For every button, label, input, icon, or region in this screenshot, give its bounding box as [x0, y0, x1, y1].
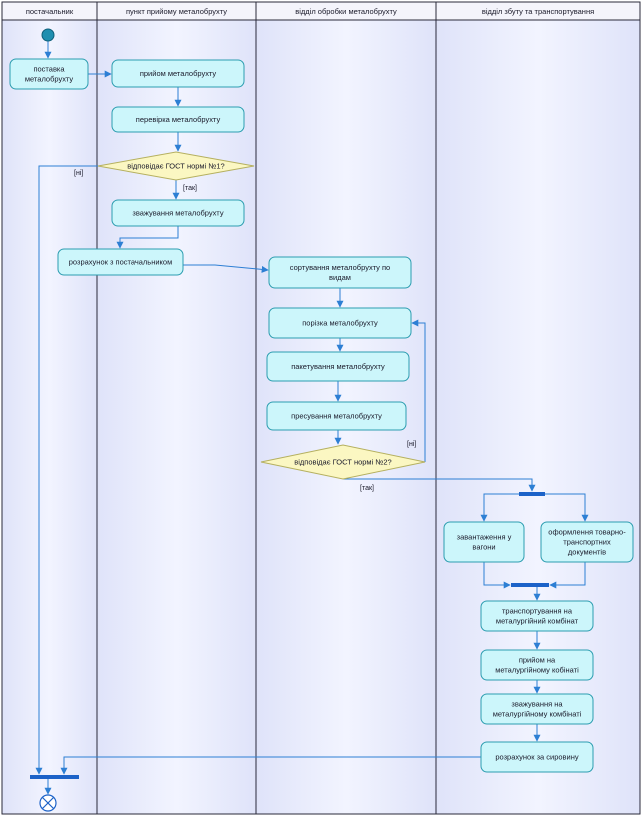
press-label-0: пресування металобрухту	[291, 412, 382, 421]
edge-dec2-yes-fork	[343, 478, 536, 492]
edge-docs-join	[549, 562, 586, 589]
join-bar	[511, 583, 549, 587]
lane-title-reception: пункт прийому металобрухту	[126, 7, 227, 16]
weigh2-label-1: металургійному комбінаті	[493, 710, 582, 719]
action-docs	[540, 521, 634, 563]
weigh-label-0: зважування металобрухту	[132, 209, 223, 218]
accept-label-1: металургійному кобінаті	[495, 666, 579, 675]
load-label-0: завантаження у	[457, 533, 512, 542]
edge-fork-load	[480, 493, 519, 522]
dec1-label-0: відповідає ГОСТ нормі №1?	[127, 162, 224, 171]
accept-label-0: прийом на	[519, 656, 556, 665]
guard-dec1-yes: [так]	[183, 185, 197, 192]
guard-dec1-no: [ні]	[74, 169, 83, 177]
check-label-0: перевірка металобрухту	[136, 115, 221, 124]
final-join-bar	[30, 775, 79, 779]
action-pack	[266, 351, 410, 382]
action-supply	[9, 58, 89, 90]
load-label-1: вагони	[472, 543, 495, 552]
edge-settle-sort	[183, 264, 269, 273]
transport-label-0: транспортування на	[502, 607, 573, 616]
action-load	[443, 521, 525, 563]
action-cut	[268, 307, 412, 339]
sort-label-1: видам	[329, 273, 351, 282]
edge-load-join	[483, 562, 511, 589]
sort-label-0: сортування металобрухту по	[290, 263, 390, 272]
transport-label-1: металургійний комбінат	[496, 617, 579, 626]
docs-label-0: оформлення товарно-	[548, 528, 626, 537]
edge-weigh-settle	[116, 226, 179, 249]
lane-title-supplier: постачальник	[26, 7, 74, 16]
action-weigh	[111, 199, 245, 227]
settle_supplier-label-0: розрахунок з постачальником	[69, 258, 172, 267]
docs-label-2: документів	[568, 548, 606, 557]
pack-label-0: пакетування металобрухту	[291, 362, 385, 371]
supply-label-0: поставка	[33, 65, 65, 74]
action-settle_plant	[480, 741, 594, 773]
action-sort	[268, 256, 412, 289]
edge-dec1-no-final	[35, 165, 98, 775]
dec2-label-0: відповідає ГОСТ нормі №2?	[294, 458, 391, 467]
docs-label-1: транспортних	[563, 538, 611, 547]
guard-dec2-no: [ні]	[407, 440, 416, 448]
action-accept	[480, 649, 594, 681]
flow-final-cross	[42, 797, 54, 809]
action-weigh2	[480, 693, 594, 725]
action-settle_supplier	[57, 248, 184, 276]
guard-dec2-yes: [так]	[360, 485, 374, 492]
lane-shipping	[436, 20, 640, 814]
weigh2-label-0: зважування на	[511, 700, 563, 709]
guards: [ні] [так] [ні] [так]	[74, 169, 416, 492]
decision-dec2	[260, 444, 426, 480]
settle_plant-label-0: розрахунок за сировину	[495, 753, 579, 762]
edge-settle-final	[60, 756, 481, 775]
cut-label-0: порізка металобрухту	[302, 319, 378, 328]
action-transport	[480, 600, 594, 632]
action-check	[111, 106, 245, 133]
edge-dec2-no-cut	[411, 319, 426, 462]
initial-node	[41, 28, 55, 42]
decision-dec1	[97, 151, 255, 181]
edge-fork-docs	[545, 493, 589, 522]
lane-supplier	[2, 20, 97, 814]
lane-title-processing: відділ обробки металобрухту	[295, 7, 397, 16]
action-receive	[111, 59, 245, 88]
edges	[35, 41, 589, 795]
supply-label-1: металобрухту	[25, 75, 74, 84]
receive-label-0: прийом металобрухту	[140, 69, 217, 78]
action-press	[266, 401, 407, 431]
lane-reception	[97, 20, 256, 814]
fork-bar	[519, 492, 545, 496]
lane-title-shipping: відділ збуту та транспортування	[482, 7, 594, 16]
